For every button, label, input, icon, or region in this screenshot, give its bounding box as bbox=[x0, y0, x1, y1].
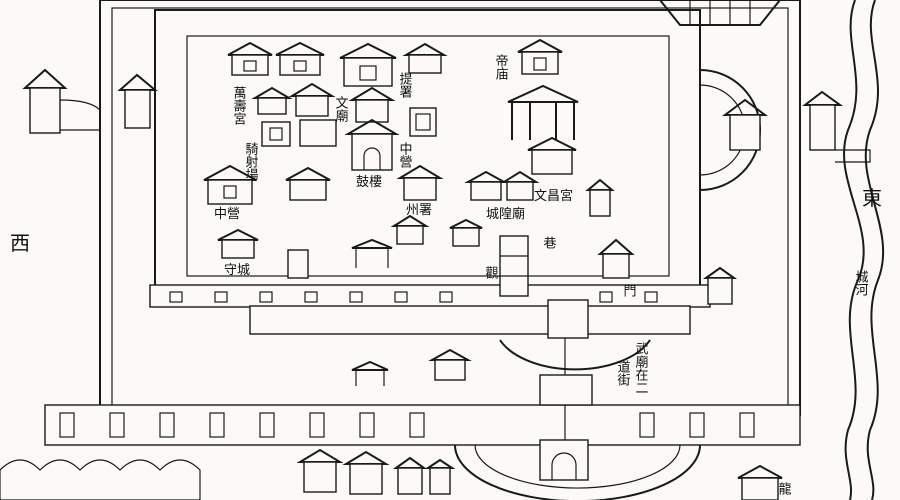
east-outer-gate bbox=[802, 90, 844, 151]
building bbox=[500, 170, 540, 201]
south-barbican-outer bbox=[454, 444, 701, 500]
inner-south-wall-lower bbox=[249, 305, 691, 335]
building bbox=[396, 164, 444, 201]
label-qijiang-chang: 騎射場 bbox=[243, 142, 259, 181]
south-gate-tower bbox=[539, 439, 589, 481]
hills bbox=[0, 459, 201, 500]
label-xiang: 巷 bbox=[541, 236, 557, 249]
building bbox=[287, 249, 309, 279]
label-dragon: 龍 bbox=[776, 481, 792, 495]
building bbox=[597, 238, 635, 279]
building bbox=[348, 86, 396, 123]
outer-wall bbox=[99, 0, 801, 416]
building bbox=[339, 42, 397, 87]
building bbox=[409, 107, 437, 137]
south-gate-arch bbox=[551, 452, 577, 480]
building bbox=[527, 136, 577, 175]
building bbox=[449, 218, 483, 247]
south-barbican-inner bbox=[474, 444, 681, 489]
east-moat-left bbox=[843, 0, 865, 500]
building bbox=[464, 170, 508, 201]
building bbox=[428, 348, 472, 381]
buildings bbox=[0, 38, 783, 500]
label-moat: 城河 bbox=[853, 270, 869, 296]
outer-south-merlons bbox=[59, 412, 755, 438]
building bbox=[344, 118, 400, 171]
label-tidu-shu: 提署 bbox=[397, 71, 413, 99]
label-zhongying: 中營 bbox=[214, 207, 240, 222]
middle-gate-tower bbox=[539, 374, 593, 406]
building bbox=[217, 228, 259, 259]
building bbox=[737, 464, 783, 500]
label-guan: 觀 bbox=[483, 266, 499, 279]
east-gate-pavilion bbox=[722, 98, 768, 151]
building bbox=[392, 456, 428, 495]
building bbox=[342, 450, 390, 495]
outer-south-battlement bbox=[44, 404, 801, 446]
west-inner-gate bbox=[117, 73, 158, 129]
label-wanshou-gong: 萬壽宮 bbox=[231, 86, 247, 125]
building bbox=[499, 235, 529, 297]
building bbox=[402, 42, 448, 74]
label-zhongying-top: 中營 bbox=[397, 142, 413, 169]
label-men: 門 bbox=[621, 284, 636, 298]
inner-gate-tower bbox=[547, 299, 589, 339]
building bbox=[261, 121, 291, 147]
building bbox=[424, 458, 456, 495]
east-bridge bbox=[835, 149, 871, 163]
building bbox=[351, 238, 393, 268]
building bbox=[390, 214, 430, 245]
label-wenchang-gong: 文昌宮 bbox=[534, 188, 573, 204]
north-east-tower bbox=[659, 0, 781, 26]
inner-wall-inner-edge bbox=[186, 35, 670, 277]
building bbox=[251, 86, 293, 115]
inner-south-merlons bbox=[169, 291, 658, 303]
building bbox=[288, 82, 336, 117]
building bbox=[296, 448, 344, 493]
label-emperor-temple: 帝庙 bbox=[493, 53, 509, 80]
east-moat-right bbox=[864, 0, 885, 500]
label-wenmiao: 文廟 bbox=[333, 96, 349, 122]
label-shoucheng: 守城 bbox=[224, 263, 250, 278]
building bbox=[275, 41, 325, 76]
middle-barbican bbox=[499, 339, 651, 371]
west-gate-pavilion bbox=[22, 68, 101, 134]
building bbox=[299, 119, 337, 147]
label-east: 東 bbox=[862, 186, 882, 210]
building bbox=[507, 84, 579, 140]
label-daolu: 道街 bbox=[615, 360, 631, 386]
label-chenghuang-miao: 城隍廟 bbox=[486, 206, 525, 222]
building bbox=[227, 41, 273, 76]
label-wumiao: 武廟在二 bbox=[633, 342, 649, 394]
label-zhouzhu: 州署 bbox=[406, 203, 432, 218]
label-gulou: 鼓樓 bbox=[356, 175, 382, 190]
building bbox=[517, 38, 563, 75]
building bbox=[702, 266, 738, 305]
building bbox=[585, 178, 615, 217]
label-west: 西 bbox=[10, 231, 30, 255]
building bbox=[351, 360, 389, 386]
building bbox=[285, 166, 331, 201]
building bbox=[203, 164, 257, 205]
